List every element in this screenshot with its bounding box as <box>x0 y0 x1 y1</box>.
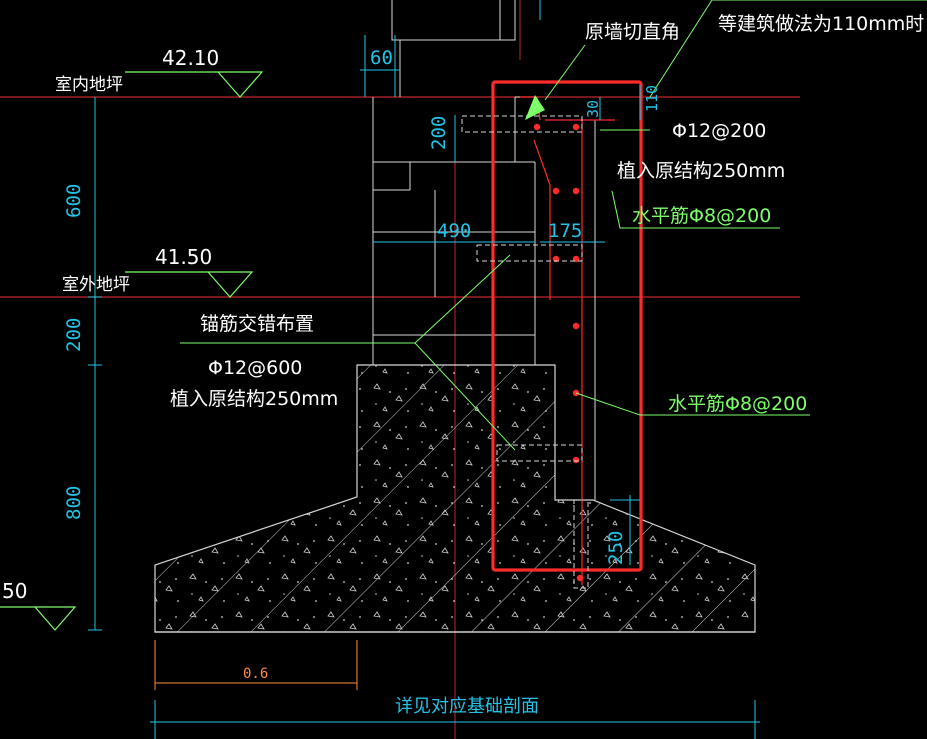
note-embed-right: 植入原结构250mm <box>617 160 785 182</box>
dim-0-6: 0.6 <box>243 666 268 682</box>
partial-level-value: 50 <box>2 579 27 603</box>
note-horiz-rebar-lower: 水平筋Φ8@200 <box>668 393 807 415</box>
indoor-level-label: 室内地坪 <box>55 75 123 95</box>
dim-110: 110 <box>643 85 661 112</box>
wall-outline <box>372 0 615 500</box>
bottom-dimensions <box>150 640 760 739</box>
note-anchor-stagger: 锚筋交错布置 <box>200 313 314 335</box>
dim-800: 800 <box>63 486 85 520</box>
labels: 室内地坪 42.10 室外地坪 41.50 50 600 200 800 60 … <box>2 13 924 717</box>
dim-250: 250 <box>605 531 627 565</box>
leader-lines <box>180 0 927 451</box>
note-embed-left: 植入原结构250mm <box>170 388 338 410</box>
foundation <box>154 364 756 633</box>
note-phi12-200: Φ12@200 <box>672 120 766 142</box>
outdoor-level-value: 41.50 <box>155 245 212 269</box>
note-see-foundation: 详见对应基础剖面 <box>395 696 539 717</box>
dim-60: 60 <box>370 47 393 69</box>
dim-200-left: 200 <box>63 318 85 352</box>
note-arch-110: 等建筑做法为110mm时 <box>718 13 924 35</box>
dim-490: 490 <box>437 220 471 242</box>
level-markers <box>0 71 264 631</box>
note-horiz-rebar-upper: 水平筋Φ8@200 <box>632 205 771 227</box>
note-phi12-600: Φ12@600 <box>208 357 302 379</box>
dimension-lines <box>88 0 641 631</box>
note-cut-corner: 原墙切直角 <box>585 21 680 43</box>
dim-30: 30 <box>584 100 602 118</box>
indoor-level-value: 42.10 <box>162 46 219 70</box>
dim-600: 600 <box>63 184 85 218</box>
new-wall-highlight <box>461 80 643 589</box>
dim-175: 175 <box>548 220 582 242</box>
dim-200: 200 <box>428 116 450 150</box>
outdoor-level-label: 室外地坪 <box>62 275 130 295</box>
